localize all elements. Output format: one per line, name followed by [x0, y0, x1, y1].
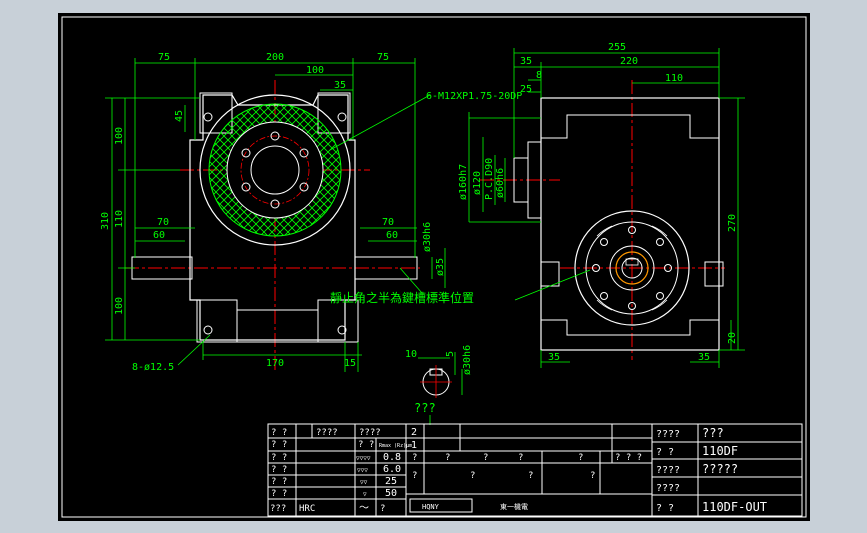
dim-20: 20 [727, 332, 738, 344]
dim-100-lower: 100 [114, 297, 125, 315]
tb-left-r1c3: ? ? [358, 440, 374, 450]
front-view: 75 200 75 100 35 45 310 100 110 100 70 6… [100, 52, 522, 373]
dim-310: 310 [100, 212, 111, 230]
dim-100-upper: 100 [114, 127, 125, 145]
dim-phi30h6: ø30h6 [422, 222, 433, 252]
key-position-note: 靜止角之半為鍵槽標準位置 [330, 290, 474, 305]
tb-left-h1: ? ? [271, 428, 287, 438]
dim-45: 45 [174, 110, 185, 122]
tb-mid-company: 東一機電 [500, 502, 528, 511]
tb-mid-row1: 2 [411, 427, 417, 438]
dim-phi35: ø35 [435, 258, 446, 276]
tb-right-v3: ????? [702, 462, 738, 476]
tb-left-r4c3: ▽▽ [360, 479, 368, 486]
dim-phi160h7: ø160h7 [458, 164, 469, 200]
dim-220: 220 [620, 56, 638, 67]
tb-left-r5c3: ▽ [363, 491, 367, 498]
tb-right-l2: ? ? [656, 447, 674, 458]
tb-mid-r4c: ? [528, 471, 533, 481]
tb-right-l3: ???? [656, 465, 680, 476]
dim-pcd90: P.C.D90 [484, 158, 495, 200]
tb-mid-r3a: ? [412, 453, 417, 463]
dim-35-bottom-right: 35 [698, 352, 710, 363]
dim-75-left: 75 [158, 52, 170, 63]
key-detail: 10 5 ø30h6 ??? [405, 345, 473, 425]
tb-left-h3: ???? [359, 428, 381, 438]
tb-left-r6c3: ～ [359, 503, 369, 514]
tb-left-r5c1: ? ? [271, 489, 287, 499]
key-dim-10: 10 [405, 349, 417, 360]
dim-70-left: 70 [157, 217, 169, 228]
dim-110: 110 [114, 210, 125, 228]
dim-60-right: 60 [386, 230, 398, 241]
dim-255: 255 [608, 42, 626, 53]
tb-mid-r3e: ? [578, 453, 583, 463]
tb-left-r5c4: 50 [385, 488, 397, 499]
tb-mid-r3b: ? [445, 453, 450, 463]
tb-mid-r3f: ? ? ? [615, 453, 642, 463]
drawing-sheet [58, 13, 810, 521]
dim-60-left: 60 [153, 230, 165, 241]
tb-right-v2: 110DF [702, 444, 738, 458]
tb-left-r1c4: Rmax (Rz)µm [379, 443, 412, 449]
tb-left-r4c1: ? ? [271, 477, 287, 487]
dim-15: 15 [344, 358, 356, 369]
dim-35-top: 35 [334, 80, 346, 91]
tb-left-r2c3: ▽▽▽▽ [356, 455, 371, 462]
dim-70-right: 70 [382, 217, 394, 228]
key-dim-5: 5 [445, 351, 456, 357]
tb-right-v5: 110DF-OUT [702, 500, 767, 514]
tb-left-r2c1: ? ? [271, 453, 287, 463]
dim-75-right: 75 [377, 52, 389, 63]
dim-8: 8 [536, 70, 542, 81]
dim-170: 170 [266, 358, 284, 369]
tb-mid-r3d: ? [518, 453, 523, 463]
tb-right-v1: ??? [702, 426, 724, 440]
tb-right-l5: ? ? [656, 503, 674, 514]
tb-left-r6c2: HRC [299, 504, 315, 514]
thread-note: 6-M12XP1.75-20DP [426, 91, 522, 102]
dim-100-top: 100 [306, 65, 324, 76]
tb-mid-r4b: ? [470, 471, 475, 481]
tb-left-r3c4: 6.0 [383, 464, 401, 475]
dim-200: 200 [266, 52, 284, 63]
drawing-frame [61, 16, 807, 518]
holes-note: 8-ø12.5 [132, 362, 174, 373]
dim-25: 25 [520, 84, 532, 95]
key-dim-phi30h6: ø30h6 [462, 345, 473, 375]
tb-mid-row2: 1 [411, 440, 417, 451]
dim-270: 270 [727, 214, 738, 232]
tb-mid-logo: HQNY [422, 503, 440, 511]
dim-35-bottom-left: 35 [548, 352, 560, 363]
tb-left-r4c4: 25 [385, 476, 397, 487]
dim-phi60h6: ø60h6 [495, 168, 506, 198]
tb-left-r2c4: 0.8 [383, 452, 401, 463]
tb-left-r1c1: ? ? [271, 440, 287, 450]
tb-left-r3c3: ▽▽▽ [357, 467, 368, 474]
tb-mid-r4a: ? [412, 471, 417, 481]
title-block [267, 423, 803, 517]
side-view: 255 35 220 8 25 110 ø160h7 ø120 P.C.D90 … [458, 42, 745, 368]
dim-phi120: ø120 [472, 171, 483, 195]
tb-mid-r4d: ? [590, 471, 595, 481]
key-detail-label: ??? [414, 401, 436, 415]
tb-mid-r3c: ? [483, 453, 488, 463]
tb-left-h2: ???? [316, 428, 338, 438]
tb-left-r3c1: ? ? [271, 465, 287, 475]
tb-right-l4: ???? [656, 483, 680, 494]
tb-left-r6c4: ? [380, 504, 385, 514]
dim-110-side: 110 [665, 73, 683, 84]
tb-left-r6c1: ??? [270, 504, 286, 514]
dim-35-side: 35 [520, 56, 532, 67]
tb-right-l1: ???? [656, 429, 680, 440]
